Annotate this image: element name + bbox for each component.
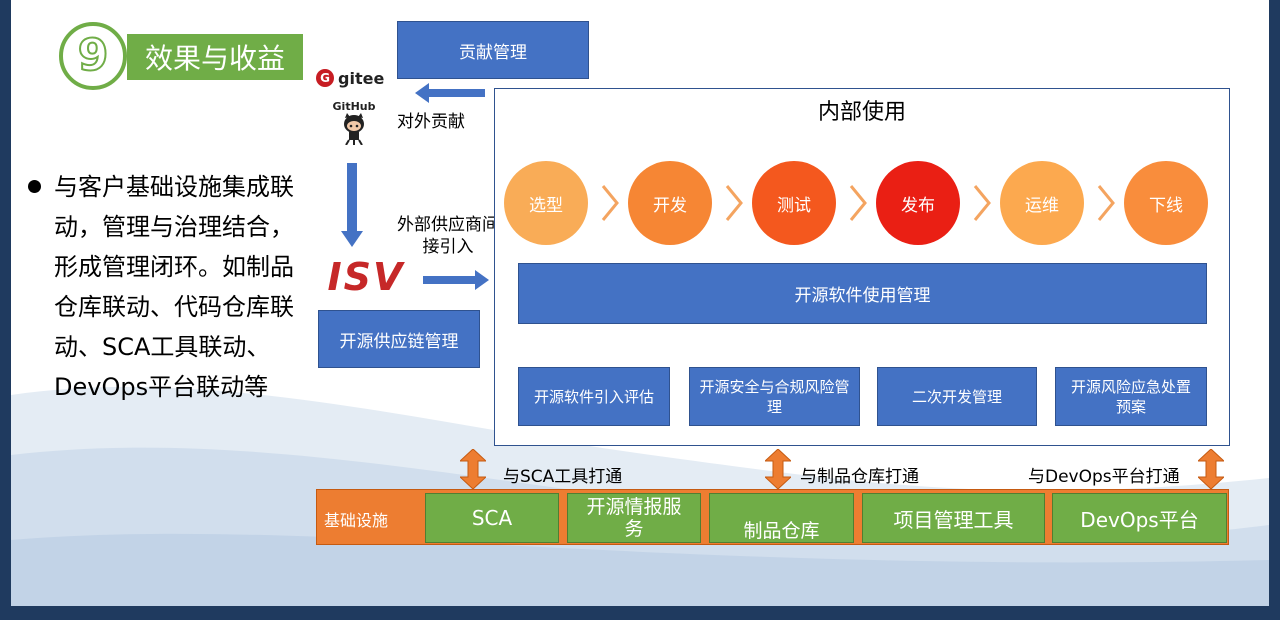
stage-operations: 运维 [1000, 161, 1084, 245]
security-compliance-box: 开源安全与合规风险管理 [689, 367, 860, 426]
stage-release: 发布 [876, 161, 960, 245]
sca-connector-label: 与SCA工具打通 [503, 467, 623, 487]
chevron-right-icon [725, 185, 743, 221]
supplier-label: 外部供应商间接引入 [397, 215, 499, 257]
bidirectional-arrow-icon [765, 449, 791, 489]
devops-connector-label: 与DevOps平台打通 [1028, 467, 1180, 487]
inbound-arrow-right [423, 270, 489, 290]
github-label: GitHub [332, 100, 376, 113]
chevron-right-icon [973, 185, 991, 221]
gitee-logo: G gitee [316, 64, 390, 92]
gitee-label: gitee [338, 68, 385, 88]
infra-item-artifact-repository: 制品仓库 [709, 493, 854, 543]
slide: 9 效果与收益 与客户基础设施集成联动，管理与治理结合，形成管理闭环。如制品仓库… [11, 0, 1269, 606]
infra-item-project-management: 项目管理工具 [862, 493, 1045, 543]
usage-management-box: 开源软件使用管理 [518, 263, 1207, 324]
gitee-icon: G [316, 69, 334, 87]
page-title: 效果与收益 [127, 34, 303, 80]
outbound-arrow-left [415, 83, 485, 103]
section-number: 9 [77, 30, 110, 81]
flow-arrow-down [341, 163, 363, 247]
secondary-development-box: 二次开发管理 [877, 367, 1037, 426]
bullet-dot [28, 180, 41, 193]
supply-chain-management-box: 开源供应链管理 [318, 310, 480, 368]
infra-item-devops-platform: DevOps平台 [1052, 493, 1227, 543]
section-number-badge: 9 [59, 22, 127, 90]
intro-evaluation-box: 开源软件引入评估 [518, 367, 670, 426]
infrastructure-label: 基础设施 [324, 511, 389, 530]
chevron-right-icon [601, 185, 619, 221]
stage-selection: 选型 [504, 161, 588, 245]
bidirectional-arrow-icon [460, 449, 486, 489]
internal-usage-title: 内部使用 [817, 100, 906, 125]
contribution-management-box: 贡献管理 [397, 21, 589, 79]
github-octocat-icon [344, 113, 364, 146]
bullet-text: 与客户基础设施集成联动，管理与治理结合，形成管理闭环。如制品仓库联动、代码仓库联… [54, 173, 294, 401]
emergency-plan-box: 开源风险应急处置预案 [1055, 367, 1207, 426]
chevron-right-icon [849, 185, 867, 221]
artifact-connector-label: 与制品仓库打通 [800, 467, 919, 487]
bidirectional-arrow-icon [1198, 449, 1224, 489]
infra-item-sca: SCA [425, 493, 559, 543]
isv-logo: ISV [327, 255, 405, 299]
stage-retirement: 下线 [1124, 161, 1208, 245]
github-logo: GitHub [329, 100, 379, 148]
stage-testing: 测试 [752, 161, 836, 245]
chevron-right-icon [1097, 185, 1115, 221]
contribution-label: 对外贡献 [397, 112, 465, 132]
infra-item-open-source-intelligence: 开源情报服务 [567, 493, 701, 543]
stage-development: 开发 [628, 161, 712, 245]
